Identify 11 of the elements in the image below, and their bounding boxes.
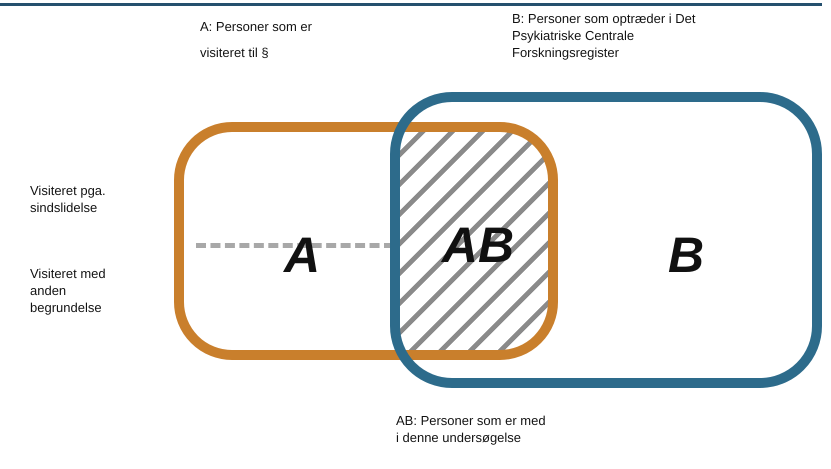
set-letter: A — [284, 226, 320, 284]
caption-label: Visiteret med anden begrundelse — [30, 265, 107, 316]
set-a-outline — [174, 122, 558, 360]
caption-label: A: Personer som er visiteret til § — [200, 18, 313, 62]
caption-label: B: Personer som optræder i Det Psykiatriske Centrale Forskningsregister — [512, 10, 697, 61]
set-letter: AB — [442, 216, 514, 274]
caption-label: Visiteret pga. sindslidelse — [30, 182, 107, 216]
set-b-outline — [390, 92, 822, 388]
set-letter: B — [668, 226, 704, 284]
overlap-region — [398, 130, 550, 352]
caption-label: AB: Personer som er med i denne undersøgelse — [396, 412, 546, 446]
